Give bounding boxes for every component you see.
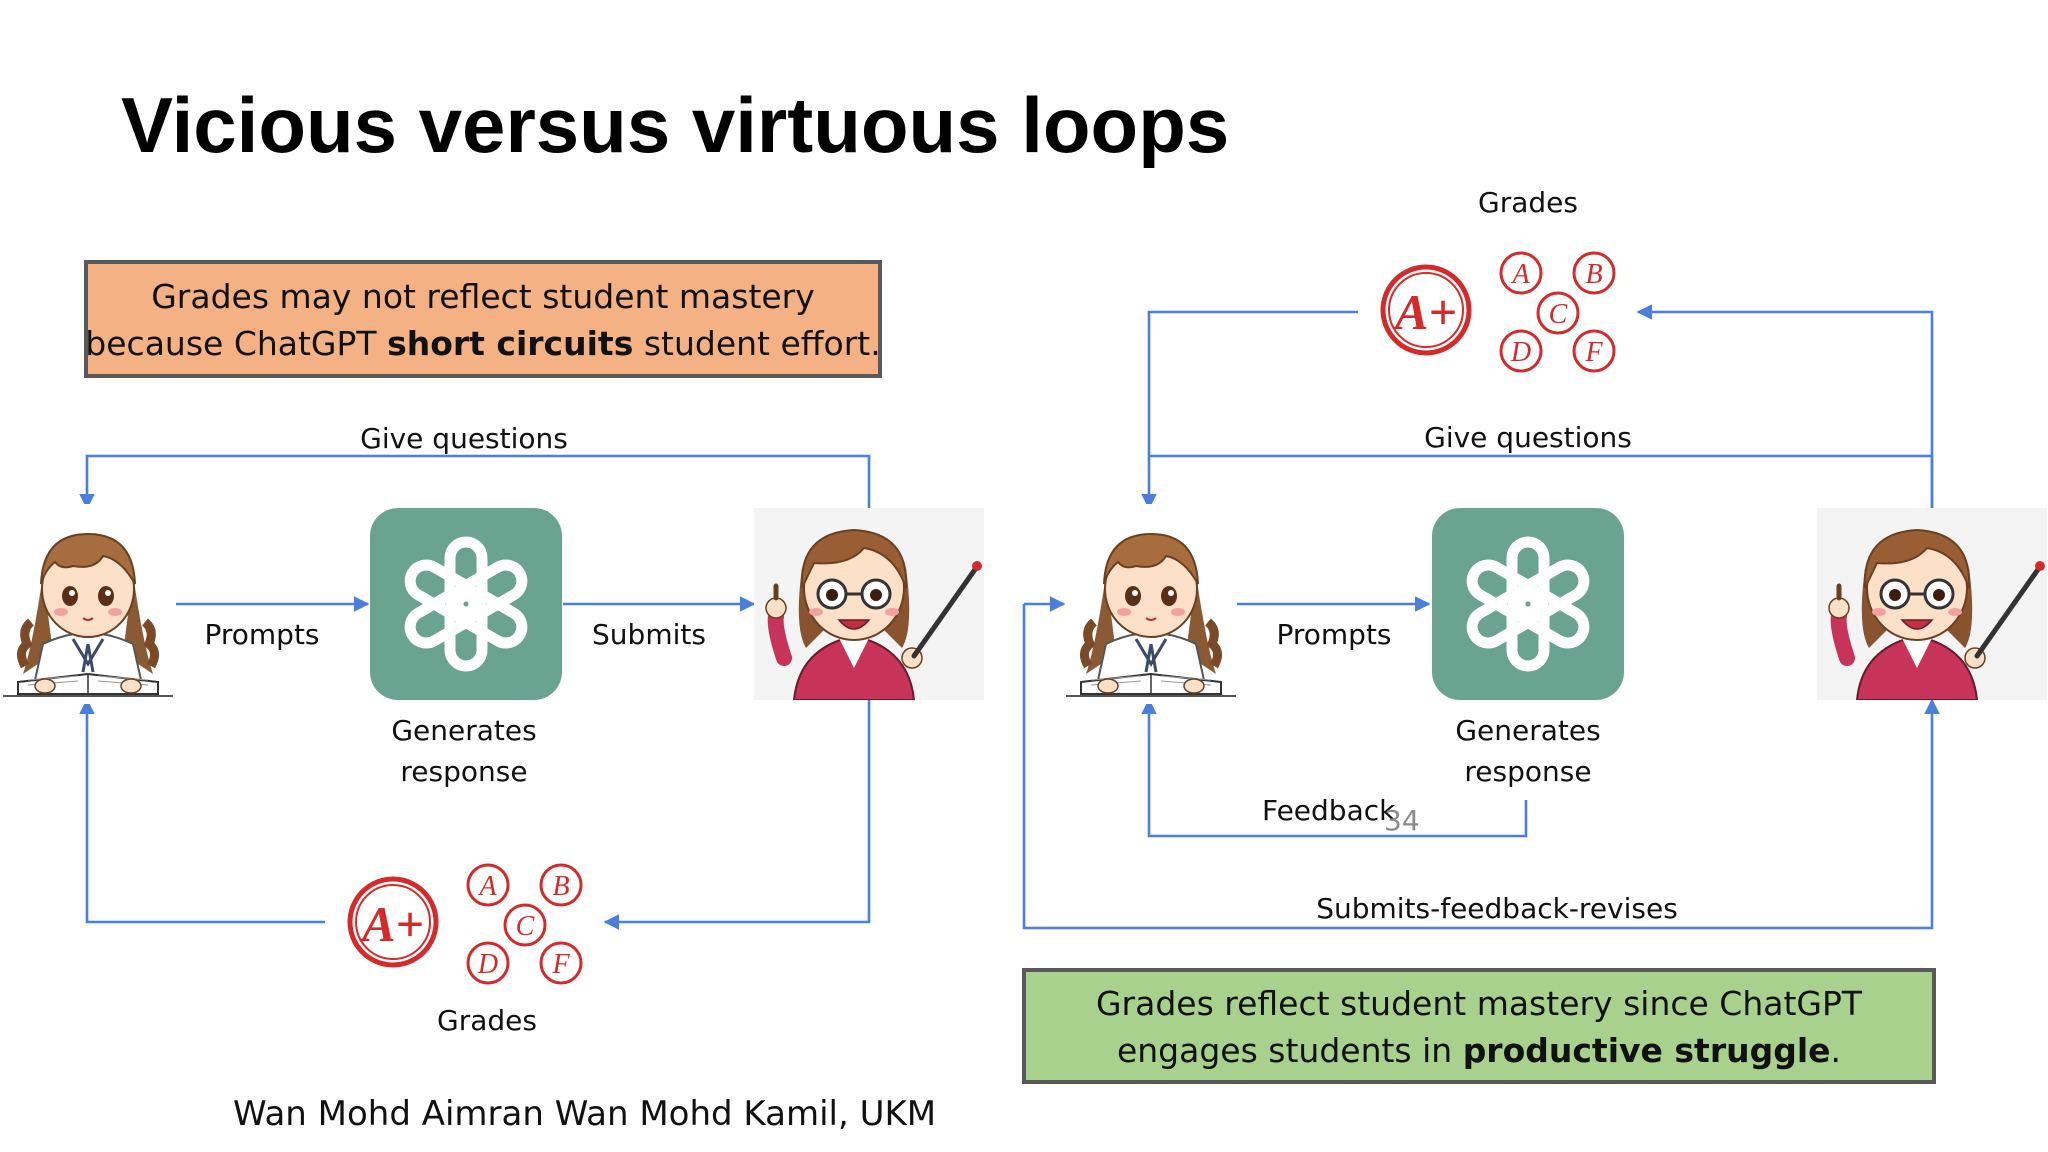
virtuous-callout-line2-post: . [1831, 1031, 1842, 1070]
virtuous-label-prompts: Prompts [1276, 618, 1391, 651]
page-number: 34 [1384, 804, 1420, 837]
author-credit: Wan Mohd Aimran Wan Mohd Kamil, UKM [233, 1094, 936, 1134]
slide-title: Vicious versus virtuous loops [121, 81, 1229, 169]
vicious-grades-icon [350, 865, 581, 983]
vicious-label-submits: Submits [592, 618, 706, 651]
virtuous-label-submits-revises: Submits-feedback-revises [1316, 892, 1678, 925]
virtuous-grades-icon [1383, 253, 1614, 371]
virtuous-label-generates-1: Generates [1455, 714, 1600, 747]
virtuous-grading-arrow [1636, 304, 1934, 508]
vicious-give-questions-arrow [79, 454, 871, 510]
virtuous-submits-revises-arrow [1022, 604, 1940, 930]
virtuous-grades-return-arrow [1141, 310, 1358, 510]
virtuous-callout-line1: Grades reflect student mastery since Cha… [1096, 984, 1863, 1023]
vicious-callout-line2: because ChatGPT short circuits student e… [85, 324, 880, 363]
vicious-callout-line1: Grades may not reflect student mastery [151, 277, 815, 316]
vicious-callout-emphasis: short circuits [387, 324, 633, 363]
vicious-grading-arrow [603, 700, 871, 930]
vicious-label-prompts: Prompts [204, 618, 319, 651]
virtuous-label-feedback: Feedback [1262, 794, 1396, 827]
vicious-label-generates-2: response [400, 755, 527, 788]
vicious-student-icon [3, 504, 173, 704]
virtuous-label-grades: Grades [1478, 186, 1578, 219]
virtuous-feedback-arrow [1141, 698, 1528, 838]
vicious-chatgpt-logo-icon [370, 508, 562, 700]
virtuous-teacher-icon [1817, 508, 2047, 700]
vicious-label-grades: Grades [437, 1004, 537, 1037]
vicious-callout-box [84, 260, 882, 378]
vicious-grades-return-arrow [79, 698, 325, 924]
vicious-callout-line2-pre: because ChatGPT [85, 324, 387, 363]
vicious-label-generates-1: Generates [391, 714, 536, 747]
vicious-callout-line2-post: student effort. [633, 324, 880, 363]
virtuous-label-give-questions: Give questions [1424, 421, 1632, 454]
vicious-label-give-questions: Give questions [360, 422, 568, 455]
virtuous-chatgpt-logo-icon [1432, 508, 1624, 700]
virtuous-student-icon [1066, 504, 1236, 704]
virtuous-callout-line2-pre: engages students in [1117, 1031, 1463, 1070]
virtuous-callout-box [1022, 968, 1936, 1084]
virtuous-callout-emphasis: productive struggle [1463, 1031, 1831, 1070]
virtuous-label-generates-2: response [1464, 755, 1591, 788]
virtuous-callout-line2: engages students in productive struggle. [1117, 1031, 1841, 1070]
vicious-teacher-icon [754, 508, 984, 700]
virtuous-give-questions-arrow [1149, 454, 1934, 508]
